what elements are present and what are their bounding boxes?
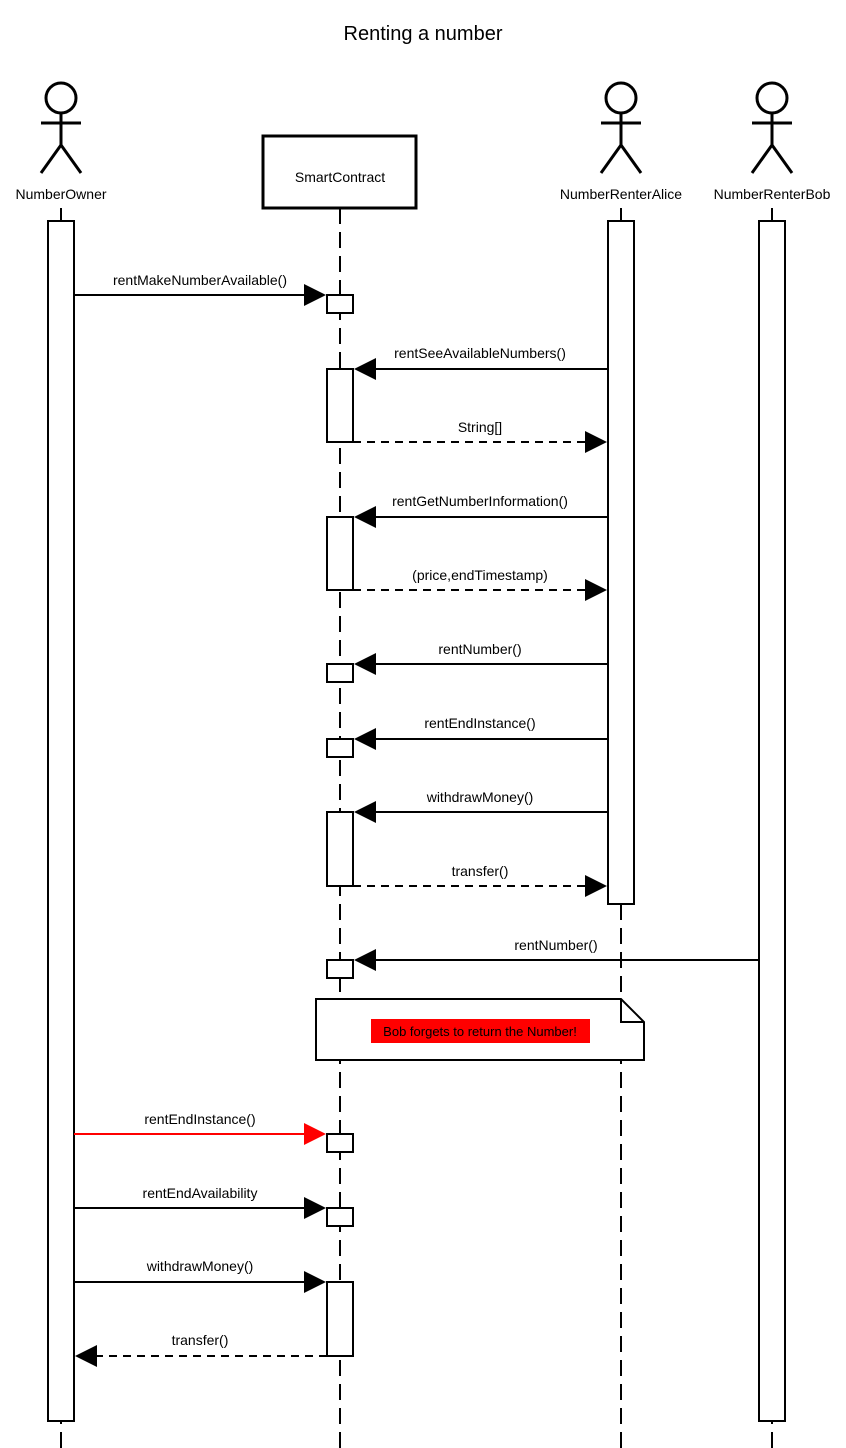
message-label: rentNumber() (514, 937, 597, 953)
message-arrow: withdrawMoney() (74, 1258, 326, 1293)
activation-contract (326, 516, 354, 591)
message-label: transfer() (452, 863, 509, 879)
arrowhead-icon (75, 1345, 97, 1367)
message-label: rentEndInstance() (144, 1111, 255, 1127)
activation-contract (326, 294, 354, 314)
message-arrow: rentNumber() (354, 641, 608, 675)
activation-bob (758, 220, 786, 1422)
message-arrow: rentEndInstance() (354, 715, 608, 750)
arrowhead-icon (354, 653, 376, 675)
message-arrow: rentSeeAvailableNumbers() (354, 345, 608, 380)
messages: rentMakeNumberAvailable() rentSeeAvailab… (74, 272, 759, 1367)
participant-contract: SmartContract (261, 134, 418, 210)
arrowhead-icon (304, 1197, 326, 1219)
arrowhead-icon (354, 949, 376, 971)
activation-contract (326, 1281, 354, 1357)
message-arrow: String[] (353, 419, 607, 453)
activation-contract (326, 1207, 354, 1227)
arrowhead-icon (304, 1271, 326, 1293)
note-fold-icon (620, 999, 644, 1023)
participant-label: NumberOwner (15, 186, 106, 202)
message-arrow: transfer() (353, 863, 607, 897)
message-label: withdrawMoney() (426, 789, 534, 805)
arrowhead-icon (354, 801, 376, 823)
participant-alice: NumberRenterAlice (560, 81, 682, 202)
activation-owner (47, 220, 75, 1422)
message-label: transfer() (172, 1332, 229, 1348)
activation-bars (47, 220, 786, 1422)
note: Bob forgets to return the Number! (315, 998, 645, 1061)
message-arrow: rentMakeNumberAvailable() (74, 272, 326, 306)
message-arrow: rentGetNumberInformation() (354, 493, 608, 528)
message-label: rentGetNumberInformation() (392, 493, 568, 509)
message-label: rentMakeNumberAvailable() (113, 272, 287, 288)
arrowhead-icon (354, 506, 376, 528)
participant-label: NumberRenterAlice (560, 186, 682, 202)
message-arrow-highlighted: rentEndInstance() (74, 1111, 326, 1145)
participant-bob: NumberRenterBob (714, 81, 831, 202)
activation-contract (326, 959, 354, 979)
message-label: String[] (458, 419, 502, 435)
message-label: rentSeeAvailableNumbers() (394, 345, 566, 361)
arrowhead-icon (585, 431, 607, 453)
note-highlight (371, 1019, 590, 1043)
message-label: withdrawMoney() (146, 1258, 254, 1274)
activation-contract (326, 368, 354, 443)
message-label: (price,endTimestamp) (412, 567, 548, 583)
message-label: rentEndAvailability (143, 1185, 258, 1201)
message-label: rentNumber() (438, 641, 521, 657)
participant-label: NumberRenterBob (714, 186, 831, 202)
message-arrow: transfer() (75, 1332, 327, 1367)
message-arrow: rentEndAvailability (74, 1185, 326, 1219)
message-arrow: rentNumber() (354, 937, 759, 971)
message-arrow: (price,endTimestamp) (353, 567, 607, 601)
activation-contract (326, 811, 354, 887)
actor-figure-icon (39, 81, 83, 174)
participant-box (261, 134, 418, 210)
note-text: Bob forgets to return the Number! (383, 1024, 577, 1039)
message-label: rentEndInstance() (424, 715, 535, 731)
participant-owner: NumberOwner (15, 81, 107, 202)
arrowhead-icon (354, 358, 376, 380)
arrowhead-icon (354, 728, 376, 750)
participant-label: SmartContract (295, 169, 385, 185)
activation-alice (607, 220, 635, 905)
message-arrow: withdrawMoney() (354, 789, 608, 823)
arrowhead-icon (585, 875, 607, 897)
activation-contract (326, 1133, 354, 1153)
actor-figure-icon (750, 81, 794, 174)
activation-contract (326, 663, 354, 683)
arrowhead-icon (585, 579, 607, 601)
arrowhead-icon (304, 1123, 326, 1145)
actor-figure-icon (599, 81, 643, 174)
activation-contract (326, 738, 354, 758)
arrowhead-icon (304, 284, 326, 306)
diagram-title: Renting a number (344, 23, 503, 45)
